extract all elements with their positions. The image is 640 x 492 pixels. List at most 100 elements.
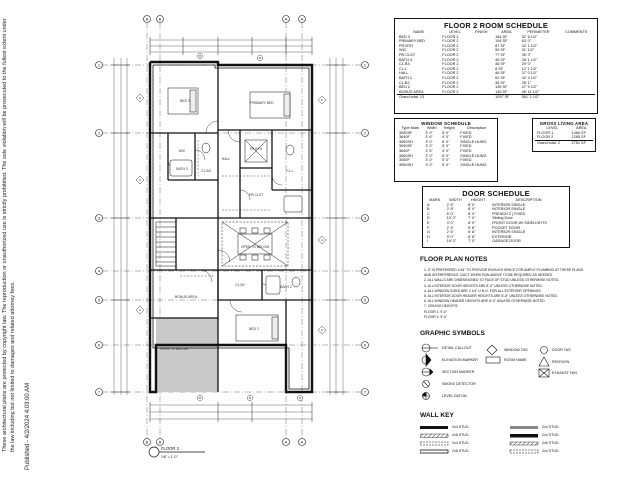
table-cell: E — [427, 220, 430, 225]
table-cell: POCKET DOOR — [492, 225, 521, 230]
table-cell: 32' 4 1/2" — [521, 75, 538, 80]
gross-area-title: GROSS LIVING AREA — [539, 121, 589, 126]
table-cell: FLOOR 2 — [442, 43, 459, 48]
column-header: AREA — [576, 126, 587, 130]
table-cell: 164 SF — [495, 34, 508, 39]
wall-swatch-hatch — [420, 433, 449, 438]
note-item: 2. ALL WALLS ARE DIMENSIONED TO FACE OF … — [424, 278, 560, 283]
room-labels: BED 3 PRIMARY BED WIC BATH 3 PR.BTH CL.B… — [160, 99, 294, 351]
table-cell: 5' 0" — [442, 144, 450, 149]
symbol-label: ROOM NAME — [504, 358, 527, 362]
dimension-strings — [113, 39, 344, 420]
table-cell: 3050F — [399, 158, 410, 163]
exhaust-fan-icon — [538, 368, 550, 378]
table-cell — [557, 95, 595, 100]
grid-right-label: 6 — [364, 343, 367, 348]
table-cell: SINGLE HUNG — [460, 139, 487, 144]
room-label: PR.CLST — [249, 193, 263, 197]
table-cell: Grand total: 2 — [537, 140, 561, 145]
table-cell: INTERIOR SINGLE — [492, 202, 526, 207]
table-cell: 3' 0" — [446, 220, 454, 225]
wall-key-swatches — [420, 426, 539, 454]
column-header: Description — [467, 126, 487, 130]
table-cell: 2' 6" — [446, 202, 454, 207]
room-label: BATH 3 — [176, 167, 188, 171]
table-cell: 3640F — [399, 135, 410, 140]
column-header: Width — [426, 126, 437, 130]
open-to-below-hatch — [156, 318, 218, 392]
note-item: AND INTERFERENCE. DUCT WORK RUN ABOVE TO… — [424, 273, 554, 278]
grid-bottom-label: B — [159, 440, 162, 445]
note-item: FLOOR 1: 9'-0" — [424, 309, 448, 314]
grid-bubble-labels: B B A A B B A A 1 2 3 4 5 6 7 1 2 3 4 5 … — [98, 17, 367, 445]
graphic-symbols-title: GRAPHIC SYMBOLS — [420, 330, 485, 337]
window-tag-label: A — [321, 328, 323, 332]
table-cell: 87 SF — [495, 43, 506, 48]
table-cell: 3' 6" — [425, 148, 433, 153]
wall-key-label: 2x6 STUD — [542, 441, 559, 445]
symbol-label: EXHAUST FAN — [552, 371, 577, 375]
door-tag-label: B — [199, 396, 201, 400]
table-cell: 31' 1/2" — [521, 48, 535, 53]
table-cell: 36' 0" — [521, 52, 532, 57]
table-cell: 5' 0" — [442, 158, 450, 163]
table-cell: BONUS AREA — [399, 89, 424, 94]
table-cell: FIXED — [460, 135, 472, 140]
table-cell: 8' 0" — [468, 202, 476, 207]
table-cell: 3' 0" — [425, 144, 433, 149]
wall-key-title: WALL KEY — [420, 412, 454, 419]
stair-treads — [155, 221, 177, 267]
grid-top-label: A — [301, 17, 304, 22]
table-cell: 3050SH — [399, 162, 413, 167]
table-cell: FLOOR 2 — [442, 66, 459, 71]
room-label: CL.B3 — [201, 169, 211, 173]
dimension-ticks — [111, 37, 346, 422]
window-tag-label: A — [321, 98, 323, 102]
table-cell: 62 SF — [495, 75, 506, 80]
table-cell: FLOOR 2 — [442, 57, 459, 62]
table-cell: 3050SF — [399, 144, 413, 149]
section-marker-icon — [421, 367, 434, 377]
table-cell: 194 SF — [495, 39, 508, 44]
grid-right-label: 4 — [364, 269, 367, 274]
door-tag-label: B — [199, 54, 201, 58]
table-cell: 8 SF — [495, 66, 504, 71]
column-header: COMMENTS — [565, 30, 588, 34]
grid-bottom-label: B — [146, 440, 149, 445]
table-cell: WIC — [399, 48, 407, 53]
table-cell: FLOOR 2 — [442, 89, 459, 94]
table-cell: BATH 2 — [399, 75, 413, 80]
table-cell: 135 SF — [495, 85, 508, 90]
table-cell: Grand total: 13 — [399, 95, 425, 100]
table-footer-row: Grand total: 2 2751 SF — [535, 140, 593, 145]
sheet-scale-text: 1/8" = 1'-0" — [161, 455, 178, 459]
table-cell: 1285 SF — [571, 135, 586, 140]
grid-right-label: 3 — [364, 216, 367, 221]
table-cell: 12' 1 1/2" — [521, 66, 538, 71]
column-header: Height — [443, 126, 455, 130]
note-item: 5. ALL INTERIOR DOOR HEADER HEIGHTS ARE … — [424, 294, 558, 298]
open-to-below-furniture — [221, 221, 289, 267]
grid-left-label: 3 — [98, 216, 101, 221]
table-cell: 2' 8" — [446, 207, 454, 212]
graphic-symbols-legend: DETAIL CALLOUT ELEVATION MARKER SECTION … — [420, 342, 600, 402]
grid-left-label: 2 — [98, 131, 101, 136]
table-cell: F — [427, 225, 430, 230]
table-header-row: Type Mark Width Height Description — [397, 126, 495, 131]
table-cell: 7' 0" — [468, 239, 476, 244]
wall-key-label: 2x4 STUD — [542, 449, 559, 453]
table-cell: 6' 0" — [442, 153, 450, 158]
door-tag-label: B — [249, 396, 251, 400]
table-cell: 3' 0" — [425, 130, 433, 135]
